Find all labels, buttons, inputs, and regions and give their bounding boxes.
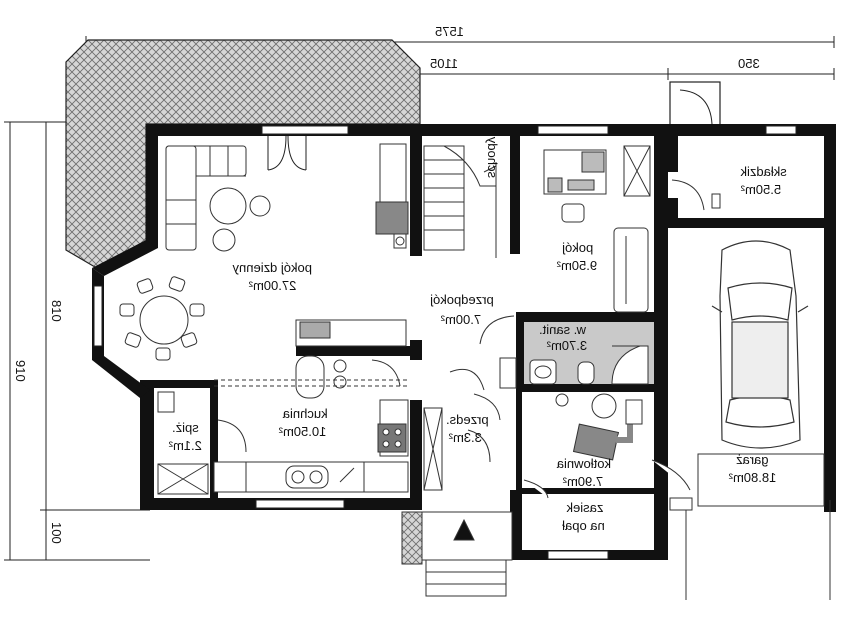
walls — [92, 124, 836, 560]
label-hall-area: 7.00m² — [440, 312, 481, 327]
label-boiler-area: 7.90m² — [562, 474, 603, 489]
wc-fixtures — [529, 345, 649, 385]
windows — [93, 125, 797, 560]
label-kitchen-name: kuchnia — [282, 406, 328, 421]
staircase — [423, 145, 497, 258]
living-room-furniture — [119, 143, 409, 361]
garage-door-swing — [679, 89, 713, 125]
label-fuel-sub: na opał — [562, 518, 605, 533]
label-storage-name: składzik — [740, 164, 787, 179]
dim-garage-width: 350 — [738, 56, 760, 71]
label-fuel-name: zasiek — [566, 500, 603, 515]
label-room-area: 9.50m² — [556, 258, 597, 273]
garage-door — [669, 453, 831, 600]
vestibule-closet — [423, 357, 517, 491]
dim-inner-depth: 810 — [49, 300, 64, 322]
kitchen-door — [371, 359, 401, 387]
pantry-furniture — [157, 391, 247, 495]
label-pantry-area: 2.1m² — [168, 438, 202, 453]
label-vestibule-name: przeds. — [446, 412, 489, 427]
label-garage-name: garaż — [736, 452, 769, 467]
dim-outer-depth: 910 — [13, 360, 28, 382]
label-stairs-name: schody — [485, 136, 500, 178]
label-boiler-name: kotłownia — [556, 456, 611, 471]
label-wc-area: 3.70m² — [546, 338, 587, 353]
dim-main-width: 1105 — [430, 56, 458, 71]
label-hall-name: przedpokój — [430, 292, 494, 307]
room-labels: pokój dzienny 27.00m² schody pokój 9.50m… — [168, 136, 787, 533]
label-room-name: pokój — [562, 240, 593, 255]
label-living-area: 27.00m² — [248, 278, 296, 293]
dim-total-width: 1575 — [435, 24, 464, 39]
dim-step-depth: 100 — [49, 522, 64, 544]
label-pantry-name: spiż. — [172, 420, 199, 435]
label-living-name: pokój dzienny — [232, 260, 312, 275]
entrance-steps — [419, 511, 513, 597]
terrace-doors — [267, 135, 307, 171]
hall-doors — [449, 315, 515, 463]
label-garage-area: 18.80m² — [728, 470, 776, 485]
kitchen-furniture — [213, 319, 410, 493]
boiler-equipment — [523, 393, 691, 499]
room-furniture — [543, 145, 651, 313]
label-kitchen-area: 10.50m² — [278, 424, 326, 439]
storage-door — [671, 179, 721, 211]
car — [711, 240, 809, 449]
garage-door-canopy — [669, 81, 721, 127]
label-vestibule-area: 3.3m² — [448, 430, 482, 445]
entrance-planter — [401, 511, 423, 565]
label-storage-area: 5.50m² — [740, 182, 781, 197]
label-wc-name: w. sanit. — [539, 322, 587, 337]
